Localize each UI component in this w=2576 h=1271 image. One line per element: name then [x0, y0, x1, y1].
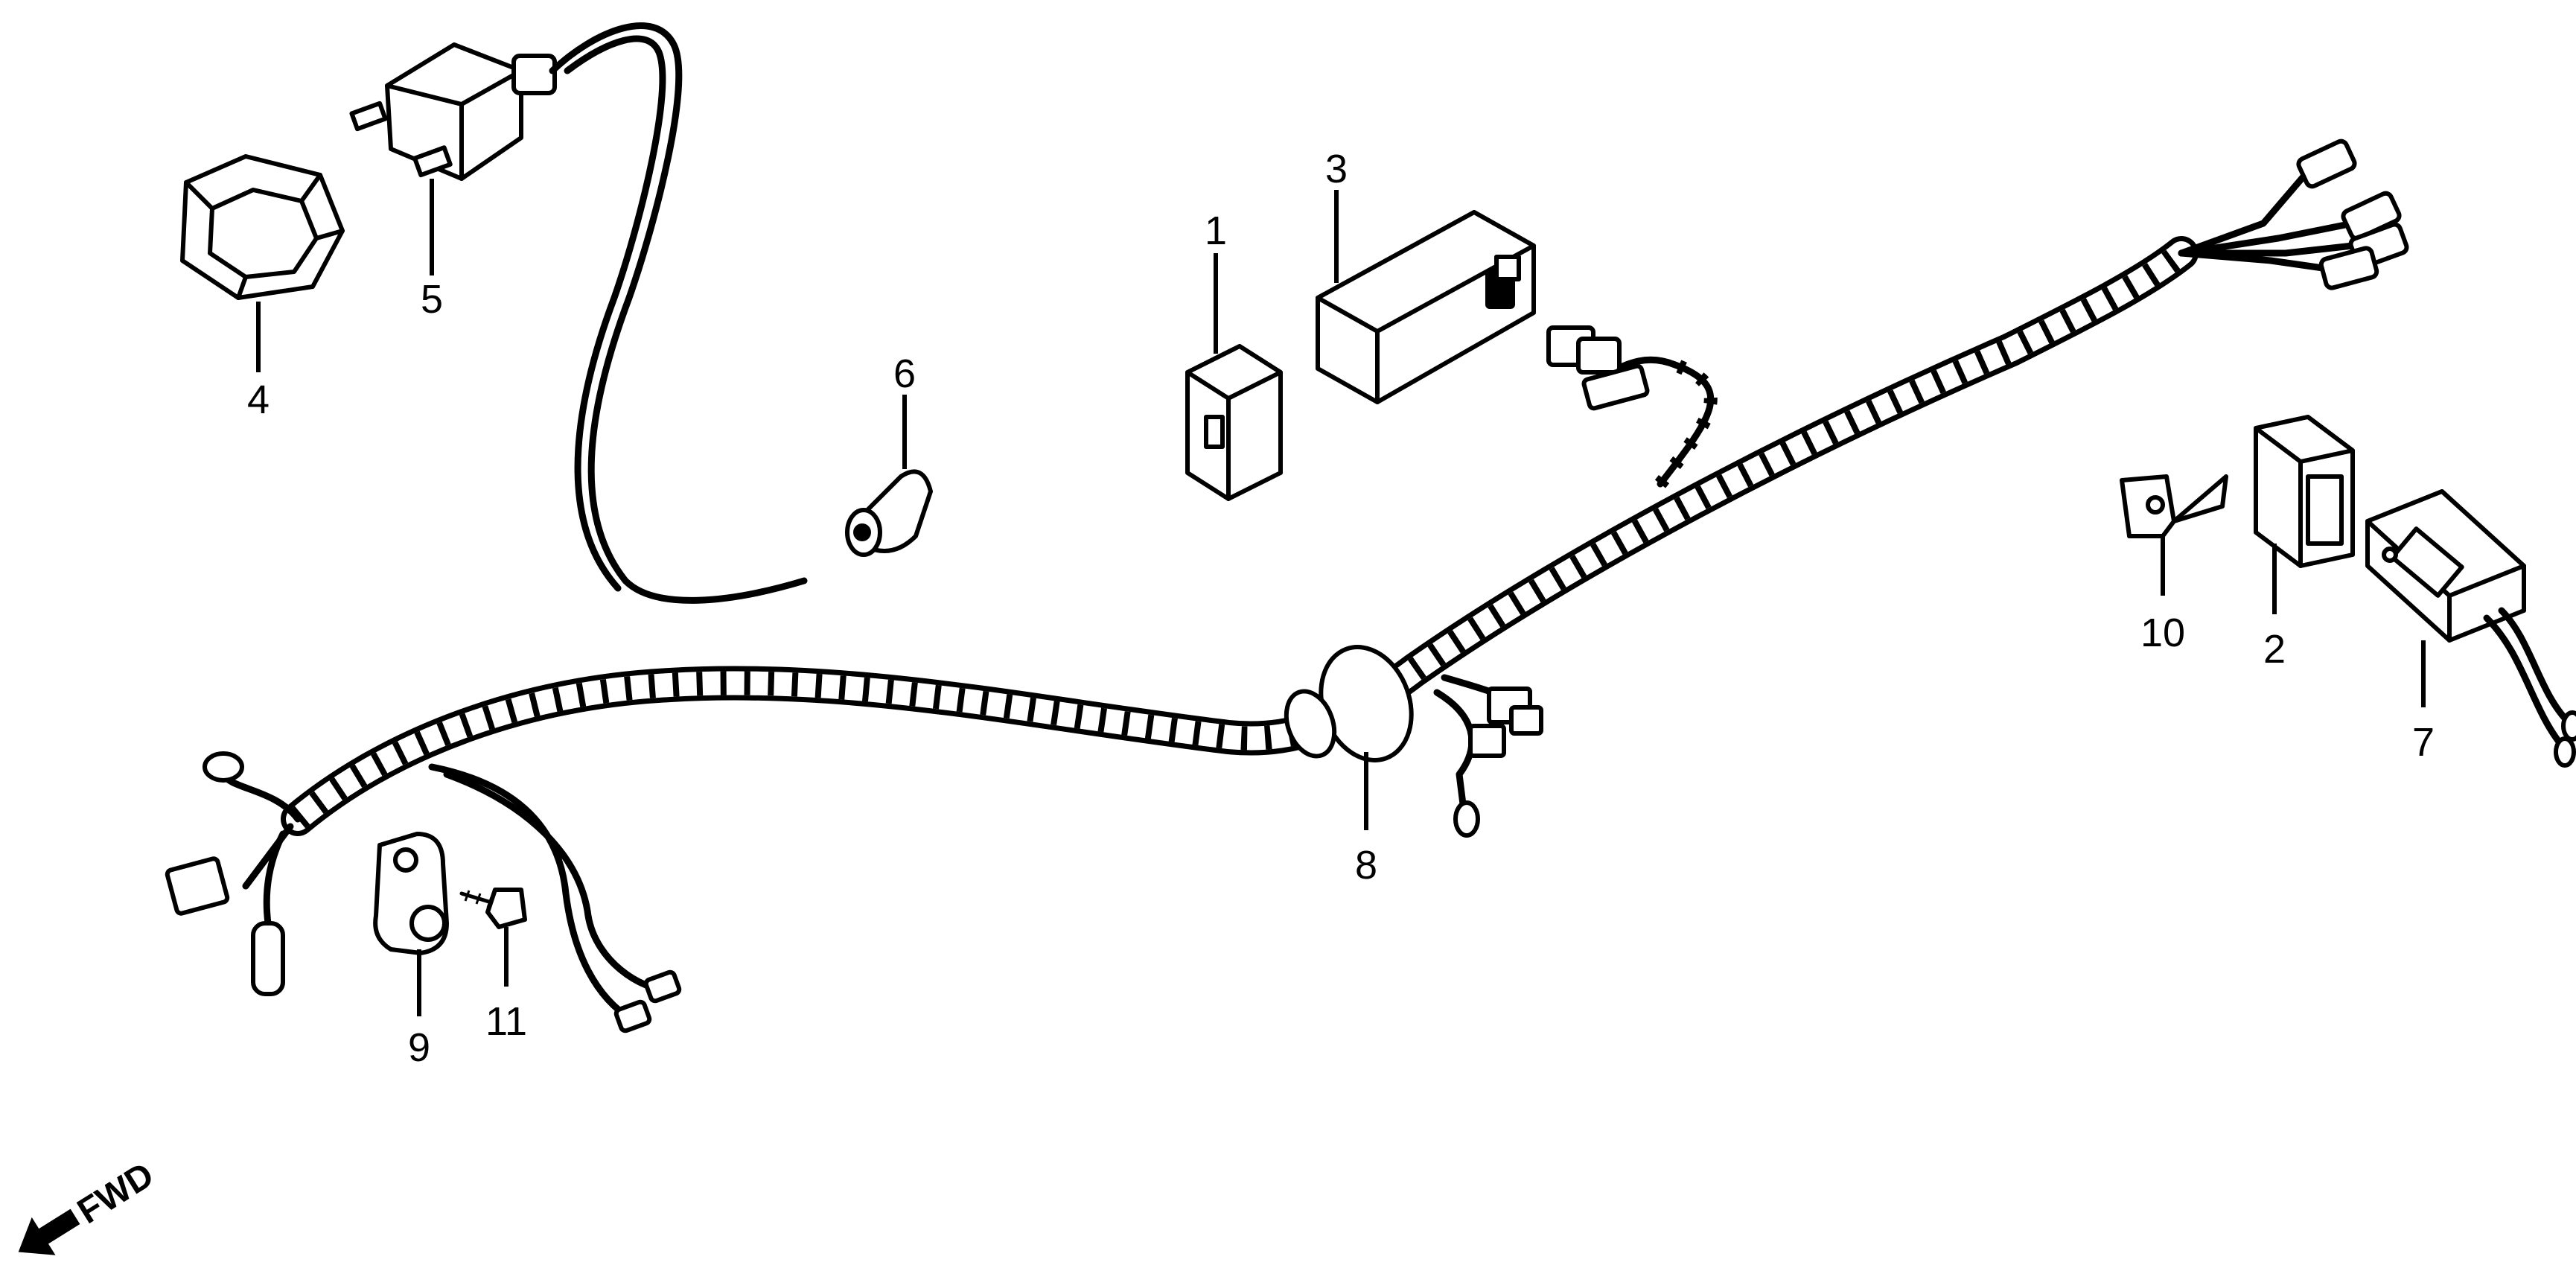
cdi-unit-part-3 — [1316, 210, 1536, 404]
forward-direction-indicator: FWD — [18, 1155, 161, 1255]
spark-plug-cap-part-6 — [845, 469, 933, 557]
callout-8: 8 — [1355, 843, 1377, 888]
callout-7: 7 — [2412, 720, 2435, 765]
callout-6: 6 — [893, 351, 916, 396]
callout-3: 3 — [1325, 147, 1348, 191]
ignition-coil-part-5 — [349, 42, 557, 181]
rubber-mount-part-2 — [2254, 415, 2355, 568]
high-tension-lead — [549, 22, 808, 604]
harness-clamp-part-9 — [373, 832, 449, 955]
rubber-boot-part-4 — [180, 154, 345, 300]
callout-10: 10 — [2140, 611, 2185, 655]
main-wire-harness-part-8 — [165, 138, 2409, 1033]
callout-1: 1 — [1205, 208, 1227, 253]
rubber-mount-part-1 — [1185, 344, 1283, 501]
callout-labels: 1 2 3 4 5 6 7 8 9 10 11 — [247, 147, 2435, 1070]
callout-5: 5 — [421, 277, 443, 322]
forward-label: FWD — [71, 1155, 161, 1232]
leader-lines — [256, 179, 2426, 1016]
screw-part-11 — [459, 888, 527, 929]
callout-2: 2 — [2263, 627, 2286, 672]
callout-11: 11 — [485, 999, 527, 1044]
regulator-part-7 — [2365, 489, 2576, 768]
callout-9: 9 — [408, 1025, 430, 1070]
bracket-part-10 — [2120, 474, 2228, 538]
callout-4: 4 — [247, 378, 270, 422]
forward-arrow-icon — [18, 1208, 80, 1255]
